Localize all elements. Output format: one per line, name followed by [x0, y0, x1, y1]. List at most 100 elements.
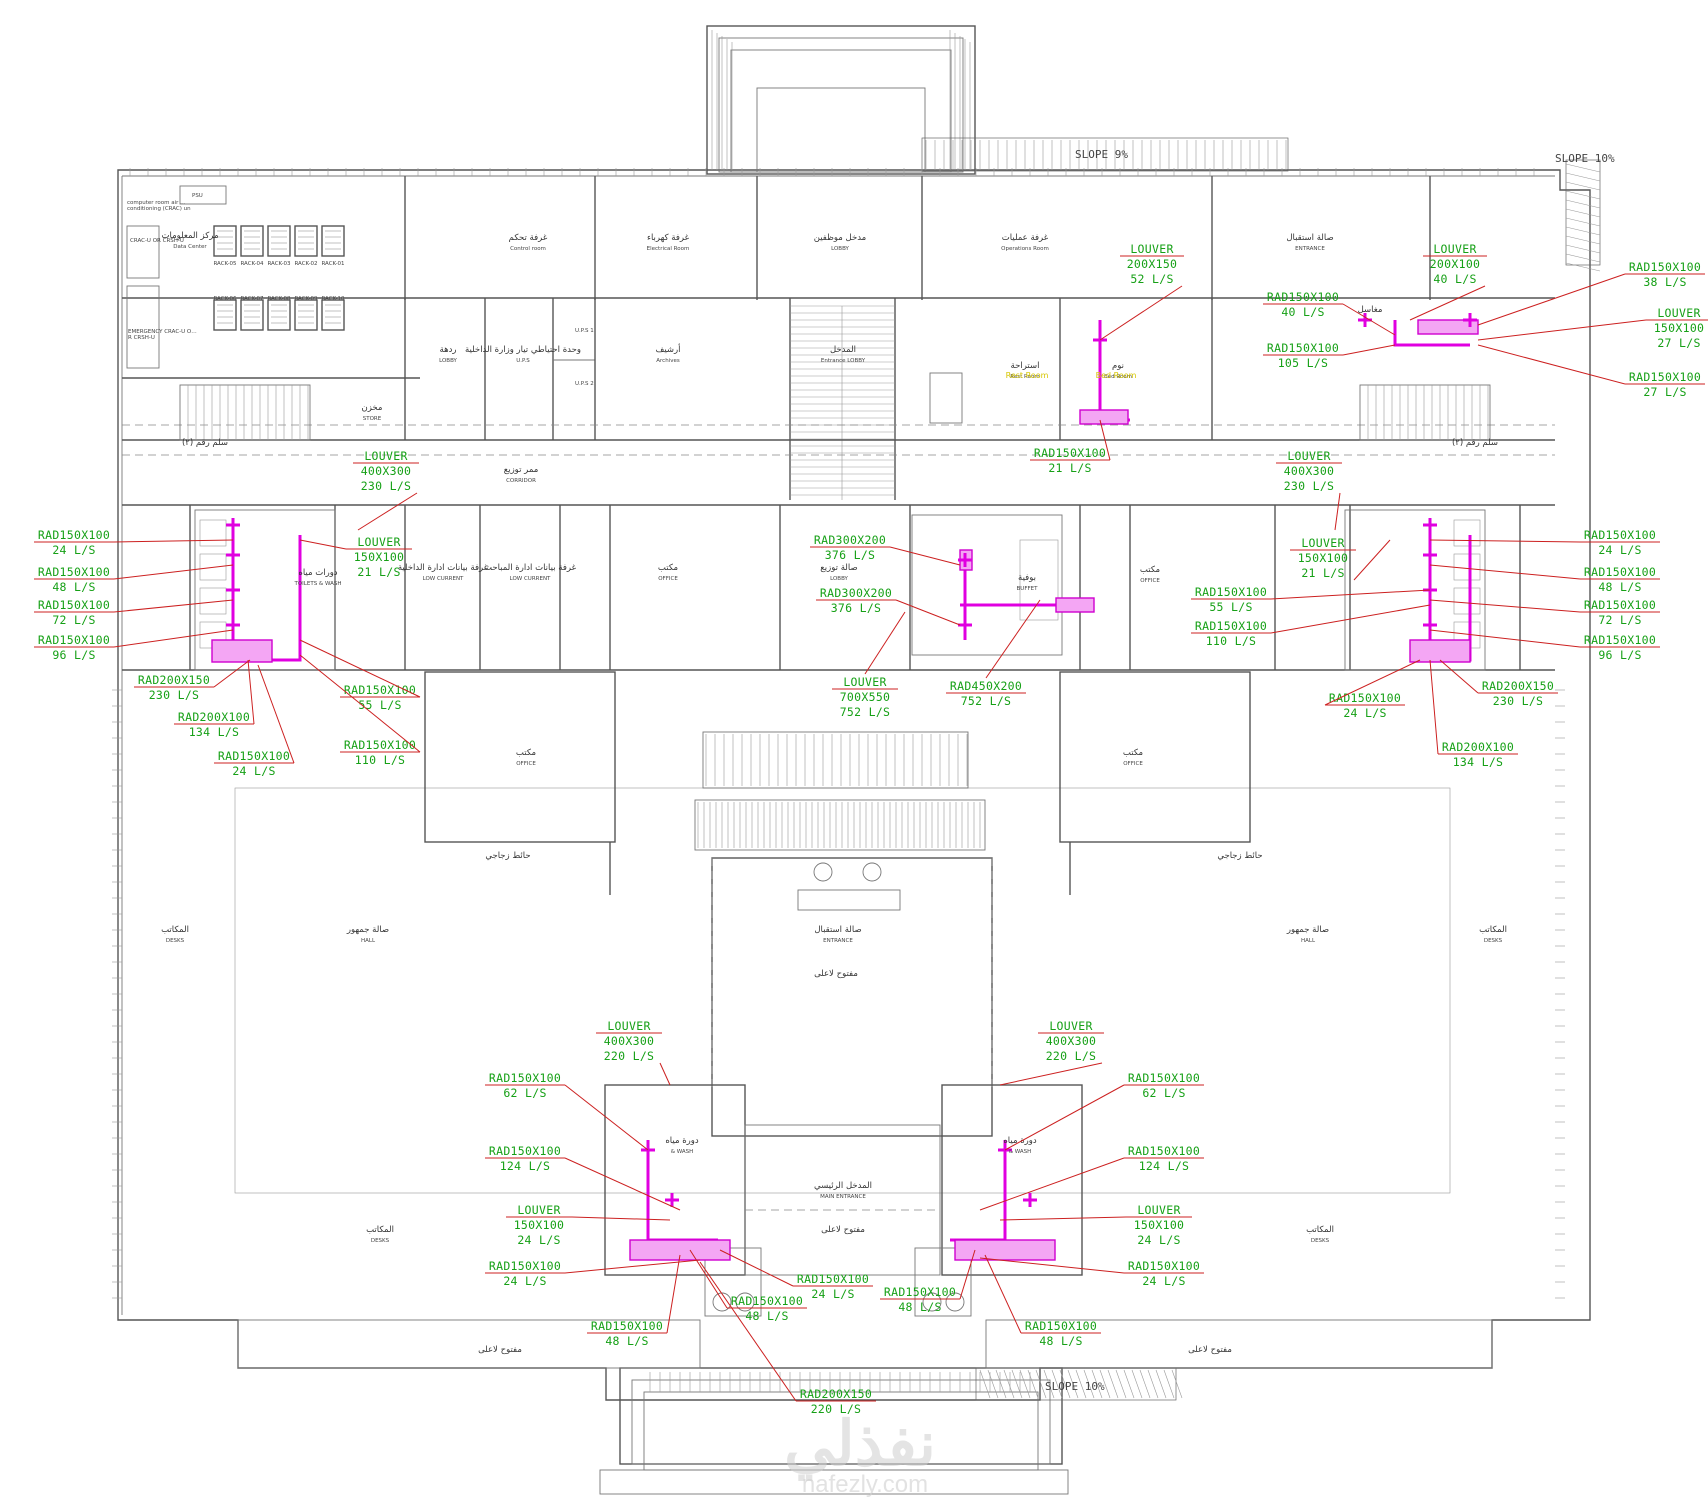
wall-rect: [424, 671, 616, 843]
annotation-line: 62 L/S: [1142, 1086, 1185, 1100]
wall-line: [1565, 163, 1601, 173]
room-name-en: ENTRANCE: [823, 938, 853, 944]
room-name-en: Entrance LOBBY: [821, 358, 866, 364]
room-name-ar: استراحة: [1011, 361, 1040, 371]
room-name-ar: غرفة بيانات ادارة الداخلية: [398, 563, 489, 573]
duct-fitting: [1055, 597, 1095, 613]
room-name-en: STORE: [363, 416, 382, 422]
room-name-en: OFFICE: [1140, 578, 1160, 584]
annotation-line: 72 L/S: [1598, 613, 1641, 627]
annotation-line: LOUVER: [1301, 536, 1344, 550]
wall-rect: [985, 1319, 1493, 1369]
room-name-en: Archives: [656, 358, 680, 364]
leader-line: [564, 1084, 649, 1151]
wall-rect: [240, 225, 264, 257]
wall-rect: [1019, 539, 1059, 621]
wall-rect: [797, 889, 901, 911]
rack-label: RACK-06: [213, 296, 237, 302]
wall-line: [1091, 1369, 1103, 1399]
building-walls: [112, 25, 1601, 1495]
rack-label: RACK-03: [267, 261, 291, 267]
wall-line: [1059, 1369, 1071, 1399]
annotation-line: RAD200X100: [1442, 740, 1514, 754]
leader-line: [959, 1249, 976, 1300]
room-name-ar: ممر توزيع: [504, 465, 539, 475]
room-name-ar: دورة مياه: [665, 1136, 699, 1146]
data-center-note: EMERGENCY CRAC-U O…: [128, 329, 197, 335]
wall-rect: [213, 299, 237, 331]
annotation-line: RAD150X100: [731, 1294, 803, 1308]
annotation-line: 40 L/S: [1281, 305, 1324, 319]
annotation-line: RAD150X100: [1629, 260, 1701, 274]
annotation-line: 24 L/S: [232, 764, 275, 778]
wall-line: [1003, 1369, 1015, 1399]
wall-rect: [1565, 159, 1601, 266]
room-name-ar: أرشيف: [656, 343, 681, 355]
watermark-url: nafezly.com: [802, 1471, 928, 1498]
leader-line: [719, 1249, 794, 1287]
wall-line: [1011, 1369, 1023, 1399]
duct-fitting: [954, 1239, 1056, 1261]
room-name-en: HALL: [361, 938, 376, 944]
room-name-en: MAIN ENTRANCE: [820, 1194, 866, 1200]
wall-rect: [921, 137, 1289, 172]
watermark-logo: نفذلي: [784, 1410, 936, 1481]
leader-line: [1342, 344, 1396, 356]
wall-rect: [1359, 384, 1491, 441]
rack-label: RACK-07: [240, 296, 264, 302]
annotation-line: RAD150X100: [1128, 1144, 1200, 1158]
wall-line: [1043, 1369, 1055, 1399]
rack-label: RACK-02: [294, 261, 317, 267]
leader-line: [689, 1249, 728, 1309]
rack-label: RACK-01: [321, 261, 344, 267]
data-center-note: computer room air …: [127, 200, 186, 206]
annotation-line: LOUVER: [1287, 449, 1330, 463]
annotation-line: 96 L/S: [52, 648, 95, 662]
room-name-ar: مكتب: [658, 563, 678, 573]
room-name-ar: مفتوح لاعلى: [821, 1225, 865, 1235]
annotation-line: LOUVER: [364, 449, 407, 463]
annotation-line: 40 L/S: [1433, 272, 1476, 286]
wall-rect: [126, 225, 160, 279]
annotation-line: RAD150X100: [1584, 528, 1656, 542]
wall-rect: [702, 731, 969, 789]
leader-line: [564, 1157, 681, 1211]
duct-run: [231, 520, 302, 662]
room-name-en: & WASH: [1009, 1149, 1032, 1155]
room-name-en: LOW CURRENT: [510, 576, 551, 582]
leader-line: [1429, 564, 1581, 580]
annotation-line: RAD150X100: [591, 1319, 663, 1333]
wall-rect: [194, 509, 336, 671]
room-name-ar: مفتوح لاعلى: [478, 1345, 522, 1355]
annotation-line: RAD200X150: [800, 1387, 872, 1401]
duct-fitting: [1417, 319, 1479, 335]
rest-room-label: Rest Room: [1006, 371, 1049, 380]
fixture: [945, 1292, 965, 1312]
wall-line: [1035, 1369, 1047, 1399]
wall-line: [979, 1369, 991, 1399]
wall-line: [1565, 226, 1601, 236]
annotation-line: 400X300: [361, 464, 412, 478]
annotation-line: 150X100: [1134, 1218, 1185, 1232]
leader-line: [1324, 659, 1421, 706]
annotation-line: 220 L/S: [604, 1049, 655, 1063]
room-name-ar: المكاتب: [161, 925, 189, 935]
leader-line: [1353, 539, 1391, 581]
wall-line: [1155, 1369, 1167, 1399]
wall-rect: [126, 285, 160, 369]
fixture: [813, 862, 833, 882]
leader-line: [213, 659, 251, 688]
